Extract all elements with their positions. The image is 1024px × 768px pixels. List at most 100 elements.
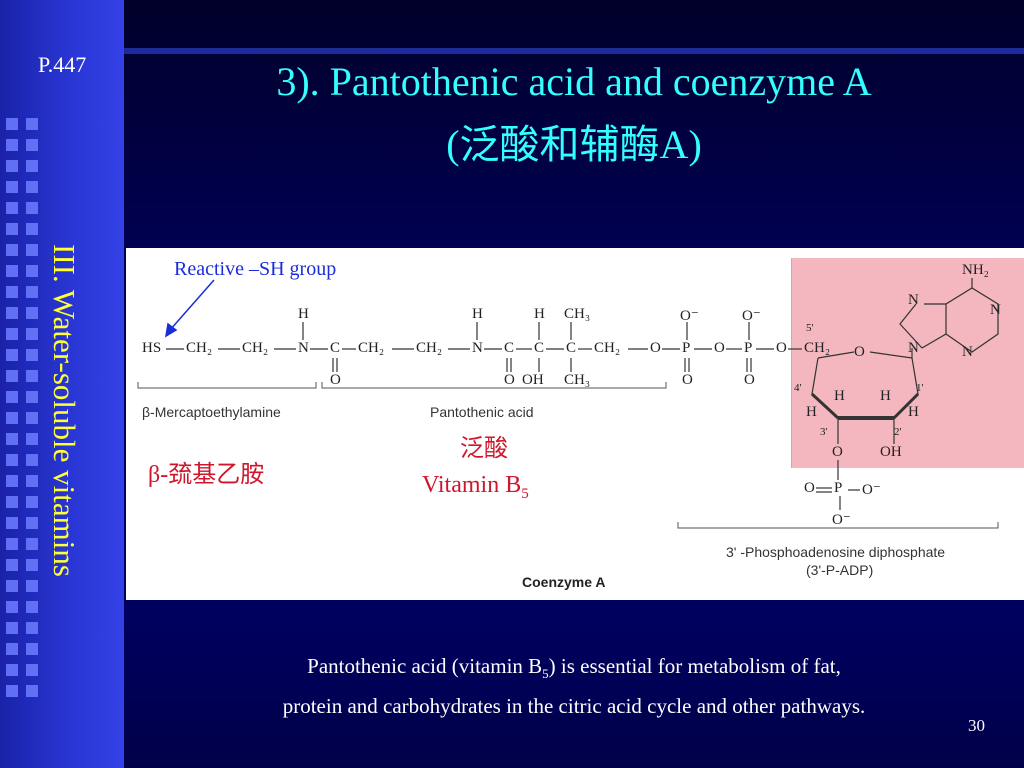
ring-h-2: H bbox=[880, 388, 891, 404]
padp-highlight bbox=[791, 258, 1024, 468]
decorative-square bbox=[26, 202, 38, 214]
o-atom-7: O bbox=[744, 372, 755, 388]
o-atom-1: O bbox=[650, 340, 661, 356]
decorative-square bbox=[6, 412, 18, 424]
top-band bbox=[124, 48, 1024, 54]
o-atom-3: O bbox=[776, 340, 787, 356]
decorative-square bbox=[26, 265, 38, 277]
decorative-square bbox=[26, 622, 38, 634]
structure-bonds bbox=[137, 278, 999, 529]
decorative-square bbox=[26, 685, 38, 697]
left-sidebar bbox=[0, 0, 124, 768]
o-minus-3: O⁻ bbox=[862, 482, 881, 498]
decorative-square bbox=[6, 538, 18, 550]
decorative-square bbox=[6, 370, 18, 382]
page-number: 30 bbox=[968, 716, 985, 735]
decorative-square bbox=[6, 181, 18, 193]
o-atom-6: O bbox=[682, 372, 693, 388]
decorative-square bbox=[6, 622, 18, 634]
ch2-d: CH₂ bbox=[416, 340, 443, 356]
decorative-square bbox=[26, 349, 38, 361]
decorative-square bbox=[6, 286, 18, 298]
decorative-square bbox=[6, 475, 18, 487]
n-atom-5: N bbox=[908, 340, 919, 356]
o-atom-4: O bbox=[330, 372, 341, 388]
decorative-square bbox=[26, 370, 38, 382]
prime-3: 3' bbox=[820, 426, 828, 438]
decorative-square bbox=[26, 580, 38, 592]
decorative-square bbox=[26, 244, 38, 256]
c-atom-1: C bbox=[330, 340, 341, 356]
padp-label-line1: 3' -Phosphoadenosine diphosphate bbox=[726, 544, 946, 560]
decorative-square bbox=[6, 685, 18, 697]
o-atom-2: O bbox=[714, 340, 725, 356]
decorative-square bbox=[6, 580, 18, 592]
ch2-c: CH₂ bbox=[358, 340, 385, 356]
decorative-square bbox=[26, 454, 38, 466]
ch2-e: CH₂ bbox=[594, 340, 621, 356]
n-atom-6: N bbox=[962, 344, 973, 360]
decorative-square bbox=[26, 328, 38, 340]
caption: Pantothenic acid (vitamin B5) is essenti… bbox=[124, 650, 1024, 723]
decorative-square bbox=[26, 664, 38, 676]
prime-2: 2' bbox=[894, 426, 902, 438]
decorative-square bbox=[26, 517, 38, 529]
decorative-square bbox=[6, 454, 18, 466]
c-atom-2: C bbox=[504, 340, 515, 356]
o-atom-9: O bbox=[804, 480, 815, 496]
decorative-square bbox=[26, 118, 38, 130]
hs-group: HS bbox=[142, 340, 162, 356]
figure-panel: HS CH₂ CH₂ N H C O CH₂ CH₂ N H C O C H O… bbox=[126, 248, 1024, 600]
p-atom-1: P bbox=[682, 340, 691, 356]
decorative-square bbox=[26, 601, 38, 613]
oh-group-1: OH bbox=[522, 372, 544, 388]
decorative-square bbox=[26, 181, 38, 193]
cn-pantothenic-label: 泛酸 bbox=[460, 436, 508, 462]
decorative-square bbox=[6, 139, 18, 151]
decorative-squares bbox=[6, 118, 42, 697]
ch2-f: CH₂ bbox=[804, 340, 831, 356]
decorative-square bbox=[6, 307, 18, 319]
h-atom-2: H bbox=[472, 306, 483, 322]
ring-oxygen: O bbox=[854, 344, 865, 360]
decorative-square bbox=[26, 160, 38, 172]
prime-4: 4' bbox=[794, 382, 802, 394]
mercapto-label: β-Mercaptoethylamine bbox=[142, 404, 281, 420]
n-atom-2: N bbox=[472, 340, 483, 356]
c-atom-3: C bbox=[534, 340, 545, 356]
n-atom-3: N bbox=[908, 292, 919, 308]
decorative-square bbox=[26, 391, 38, 403]
padp-label-line2: (3'-P-ADP) bbox=[806, 562, 874, 578]
ch3-b: CH₃ bbox=[564, 372, 591, 388]
o-atom-8: O bbox=[832, 444, 843, 460]
p-atom-3: P bbox=[834, 480, 843, 496]
ring-h-4: H bbox=[908, 404, 919, 420]
decorative-square bbox=[6, 517, 18, 529]
cn-mercapto-label: β-巯基乙胺 bbox=[148, 462, 265, 488]
o-minus-2: O⁻ bbox=[742, 308, 761, 324]
prime-1: 1' bbox=[916, 382, 924, 394]
decorative-square bbox=[6, 349, 18, 361]
decorative-square bbox=[6, 496, 18, 508]
prime-5: 5' bbox=[806, 322, 814, 334]
o-minus-1: O⁻ bbox=[680, 308, 699, 324]
coenzyme-a-label: Coenzyme A bbox=[522, 574, 606, 590]
decorative-square bbox=[6, 265, 18, 277]
decorative-square bbox=[6, 328, 18, 340]
decorative-square bbox=[26, 643, 38, 655]
vitamin-b5-label: Vitamin B5 bbox=[422, 472, 529, 502]
n-atom-4: N bbox=[990, 302, 1001, 318]
reactive-sh-label: Reactive –SH group bbox=[174, 258, 337, 280]
decorative-square bbox=[26, 496, 38, 508]
decorative-square bbox=[6, 664, 18, 676]
o-minus-4: O⁻ bbox=[832, 512, 851, 528]
o-atom-5: O bbox=[504, 372, 515, 388]
decorative-square bbox=[26, 475, 38, 487]
decorative-square bbox=[26, 538, 38, 550]
decorative-square bbox=[6, 244, 18, 256]
p-atom-2: P bbox=[744, 340, 753, 356]
decorative-square bbox=[6, 433, 18, 445]
ch3-a: CH₃ bbox=[564, 306, 591, 322]
page-reference: P.447 bbox=[38, 52, 87, 77]
decorative-square bbox=[26, 223, 38, 235]
